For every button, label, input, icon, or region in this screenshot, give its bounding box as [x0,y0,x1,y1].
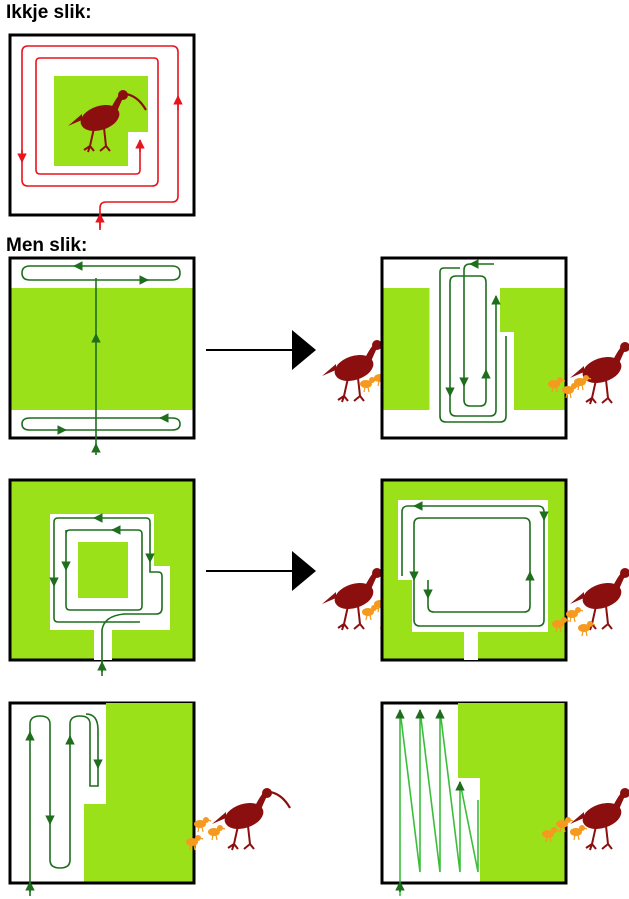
chick-icon [573,374,592,391]
panel-stripes-start [8,256,196,455]
arrow-right-icon [206,551,316,591]
path-zigzag-end [399,709,479,896]
curlew-icon [568,340,629,406]
curlew-icon [568,566,629,632]
path-stripes-start [21,261,181,455]
panel-square-start [8,478,196,676]
panel-stripes-end [380,256,568,440]
panel-zigzag-start [8,701,196,896]
heading-good: Men slik: [6,235,88,256]
panel-zigzag-end [380,701,568,896]
spiral-path-bad [17,45,183,230]
path-stripes-end [439,259,507,423]
path-zigzag-start [25,713,103,896]
chick-icon [207,824,226,841]
heading-bad: Ikkje slik: [6,2,92,23]
path-square-end [401,501,549,627]
curlew-icon [210,786,292,852]
chick-icon [569,824,588,841]
chick-icon [577,620,596,637]
panel-bad [8,33,196,230]
curlew-icon [568,786,629,852]
arrow-right-icon [206,330,316,370]
panel-square-end [380,478,568,662]
chick-icon [565,606,584,623]
path-square-start [49,513,163,676]
chick-icon [193,816,212,833]
chick-icon [361,604,380,621]
